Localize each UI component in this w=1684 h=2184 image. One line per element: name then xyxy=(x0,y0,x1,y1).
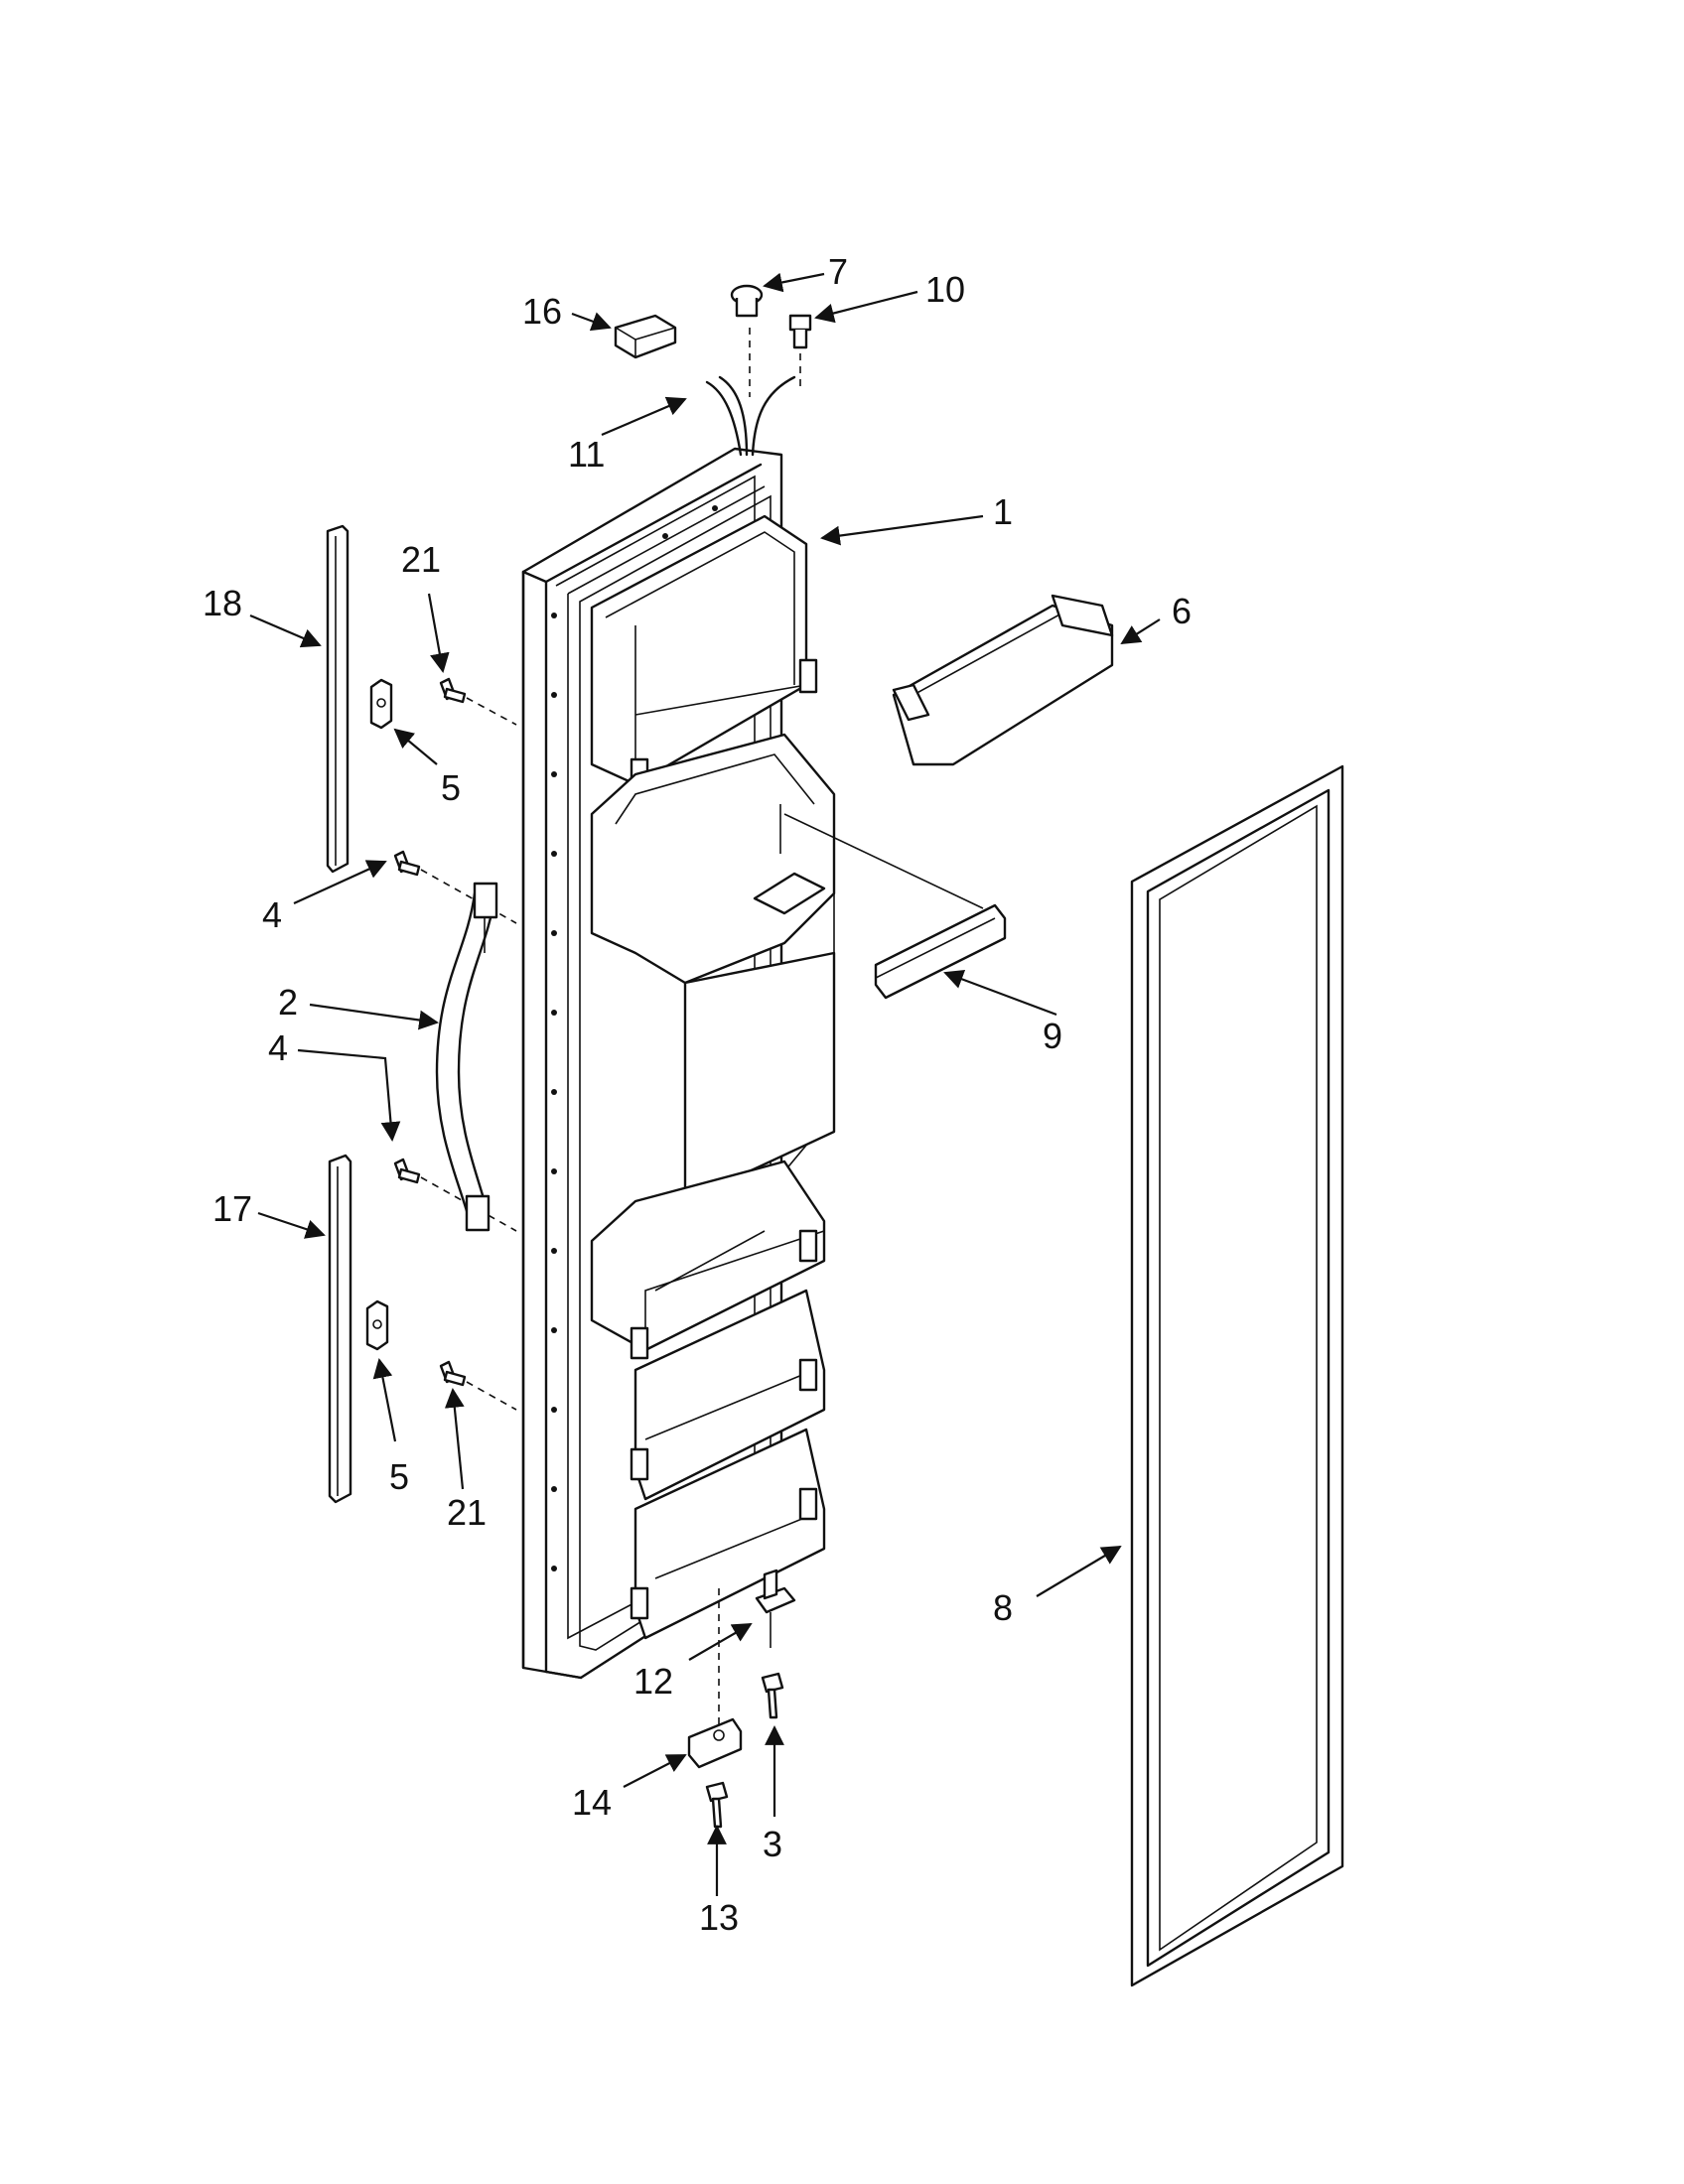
dispenser-trim xyxy=(783,813,1007,1000)
trim-clip-upper xyxy=(369,678,393,730)
door-assembly xyxy=(521,328,836,1680)
callout-3: 3 xyxy=(763,1824,782,1864)
callout-11: 11 xyxy=(568,434,605,475)
door-plug xyxy=(730,284,764,318)
callout-14: 14 xyxy=(572,1782,612,1823)
callout-13: 13 xyxy=(699,1897,739,1938)
bracket-screw xyxy=(705,1781,729,1829)
callout-labels: 1 2 3 4 4 5 5 6 7 8 9 10 11 12 13 14 16 … xyxy=(203,251,1192,1938)
callout-1: 1 xyxy=(993,491,1013,532)
screw-4-upper xyxy=(393,850,517,924)
screw-21-upper xyxy=(439,677,517,726)
door-rivets xyxy=(551,505,718,1571)
callout-4-lower: 4 xyxy=(268,1027,288,1068)
callout-6: 6 xyxy=(1172,591,1192,631)
callout-16: 16 xyxy=(522,291,562,332)
door-gasket xyxy=(1130,764,1344,1987)
leader-lines xyxy=(249,272,1161,1896)
callout-18: 18 xyxy=(203,583,242,623)
trim-clip-lower xyxy=(365,1299,389,1351)
hinge-screw xyxy=(761,1672,784,1719)
callout-8: 8 xyxy=(993,1587,1013,1628)
callout-5-lower: 5 xyxy=(389,1456,409,1497)
callout-4-upper: 4 xyxy=(262,894,282,935)
wire-connector xyxy=(614,314,677,359)
door-shelf xyxy=(892,594,1114,766)
callout-9: 9 xyxy=(1043,1016,1062,1056)
mounting-screw xyxy=(788,314,812,349)
screw-21-lower xyxy=(439,1360,517,1411)
callout-17: 17 xyxy=(212,1188,252,1229)
callout-12: 12 xyxy=(633,1661,673,1702)
callout-21-lower: 21 xyxy=(447,1492,487,1533)
upper-handle-trim xyxy=(326,524,350,874)
hinge-pin xyxy=(755,1569,796,1648)
callout-21-upper: 21 xyxy=(401,539,441,580)
callout-2: 2 xyxy=(278,982,298,1023)
door-handle xyxy=(435,882,498,1232)
callout-5-upper: 5 xyxy=(441,767,461,808)
callout-7: 7 xyxy=(828,251,848,292)
hinge-bracket xyxy=(687,1588,743,1769)
callout-10: 10 xyxy=(925,269,965,310)
lower-handle-trim xyxy=(328,1154,352,1504)
